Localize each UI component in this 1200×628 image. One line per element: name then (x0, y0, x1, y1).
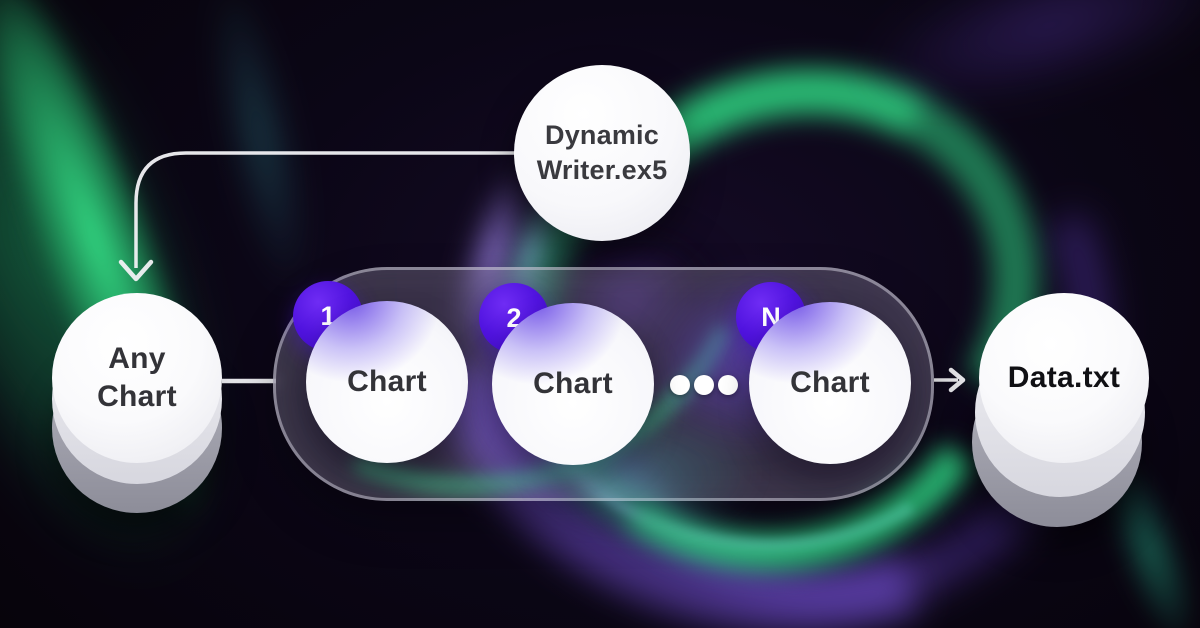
curved-down-arrow-icon (118, 151, 516, 282)
chart-n-circle: Chart (749, 302, 911, 464)
output-cylinder-top-disc: Data.txt (979, 293, 1149, 463)
chart-node-n: N Chart (736, 282, 912, 466)
writer-label-line2: Writer.ex5 (536, 155, 668, 185)
chart-node-1: 1 Chart (293, 281, 469, 465)
writer-label-line1: Dynamic (545, 120, 659, 150)
writer-node-dynamic-writer: Dynamic Writer.ex5 (514, 65, 690, 241)
output-node-data-txt: Data.txt (972, 293, 1150, 533)
right-arrow-icon (934, 367, 966, 393)
bg-streak-purple-topright (776, 0, 1200, 179)
ellipsis-dot (694, 375, 714, 395)
chart-2-label: Chart (533, 367, 613, 400)
source-label-line1: Any (108, 342, 166, 375)
chart-node-2: 2 Chart (479, 283, 655, 467)
source-node-any-chart: Any Chart (52, 293, 222, 518)
chart-1-label: Chart (347, 365, 427, 398)
chart-group-container: 1 Chart 2 Chart N Chart (273, 240, 934, 553)
chart-2-circle: Chart (492, 303, 654, 465)
ellipsis-dots-icon (670, 375, 738, 395)
chart-1-circle: Chart (306, 301, 468, 463)
ellipsis-dot (670, 375, 690, 395)
source-label-line2: Chart (97, 380, 177, 413)
source-cylinder-top-disc: Any Chart (52, 293, 222, 463)
chart-n-label: Chart (790, 366, 870, 399)
output-label: Data.txt (1007, 361, 1121, 394)
ellipsis-dot (718, 375, 738, 395)
